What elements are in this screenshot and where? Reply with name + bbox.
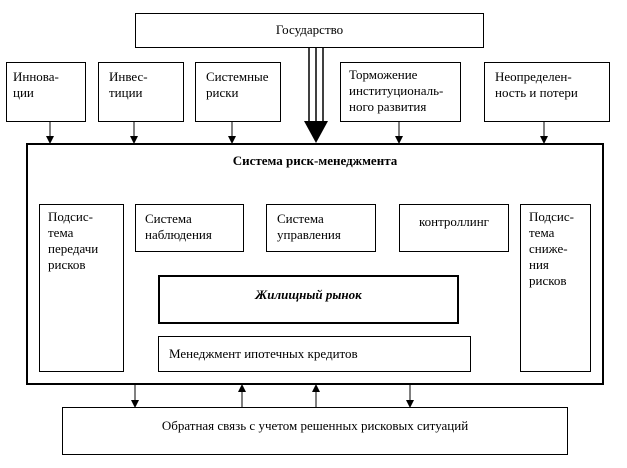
mortgage-management-label: Менеджмент ипотечных кредитов [169, 346, 358, 361]
controlling-label: контроллинг [418, 214, 489, 229]
housing-market-box: Жилищный рынок [158, 275, 459, 324]
management-system-label: Система управления [277, 211, 341, 242]
transfer-subsystem-label: Подсис- тема передачи рисков [48, 209, 99, 272]
management-system-box: Система управления [266, 204, 376, 252]
mortgage-management-box: Менеджмент ипотечных кредитов [158, 336, 471, 372]
state-to-system-arrow [304, 48, 328, 143]
innovations-box: Иннова- ции [6, 62, 86, 122]
feedback-label: Обратная связь с учетом решенных рисковы… [161, 418, 469, 433]
institutional-braking-label: Торможение институциональ- ного развития [349, 67, 444, 114]
housing-market-label: Жилищный рынок [255, 287, 362, 302]
systemic-risks-label: Системные риски [206, 69, 269, 100]
risk-management-system-title: Система риск-менеджмента [232, 153, 398, 168]
uncertainty-box: Неопределен- ность и потери [484, 62, 610, 122]
institutional-braking-box: Торможение институциональ- ного развития [340, 62, 461, 122]
state-box: Государство [135, 13, 484, 48]
uncertainty-label: Неопределен- ность и потери [495, 69, 578, 100]
reduction-subsystem-label: Подсис- тема сниже- ния рисков [529, 209, 574, 288]
systemic-risks-box: Системные риски [195, 62, 281, 122]
state-label: Государство [275, 22, 344, 37]
controlling-box: контроллинг [399, 204, 509, 252]
feedback-box: Обратная связь с учетом решенных рисковы… [62, 407, 568, 455]
investments-box: Инвес- тиции [98, 62, 184, 122]
observation-system-box: Система наблюдения [135, 204, 244, 252]
observation-system-label: Система наблюдения [145, 211, 212, 242]
innovations-label: Иннова- ции [13, 69, 59, 100]
transfer-subsystem-box: Подсис- тема передачи рисков [39, 204, 124, 372]
investments-label: Инвес- тиции [109, 69, 148, 100]
reduction-subsystem-box: Подсис- тема сниже- ния рисков [520, 204, 591, 372]
